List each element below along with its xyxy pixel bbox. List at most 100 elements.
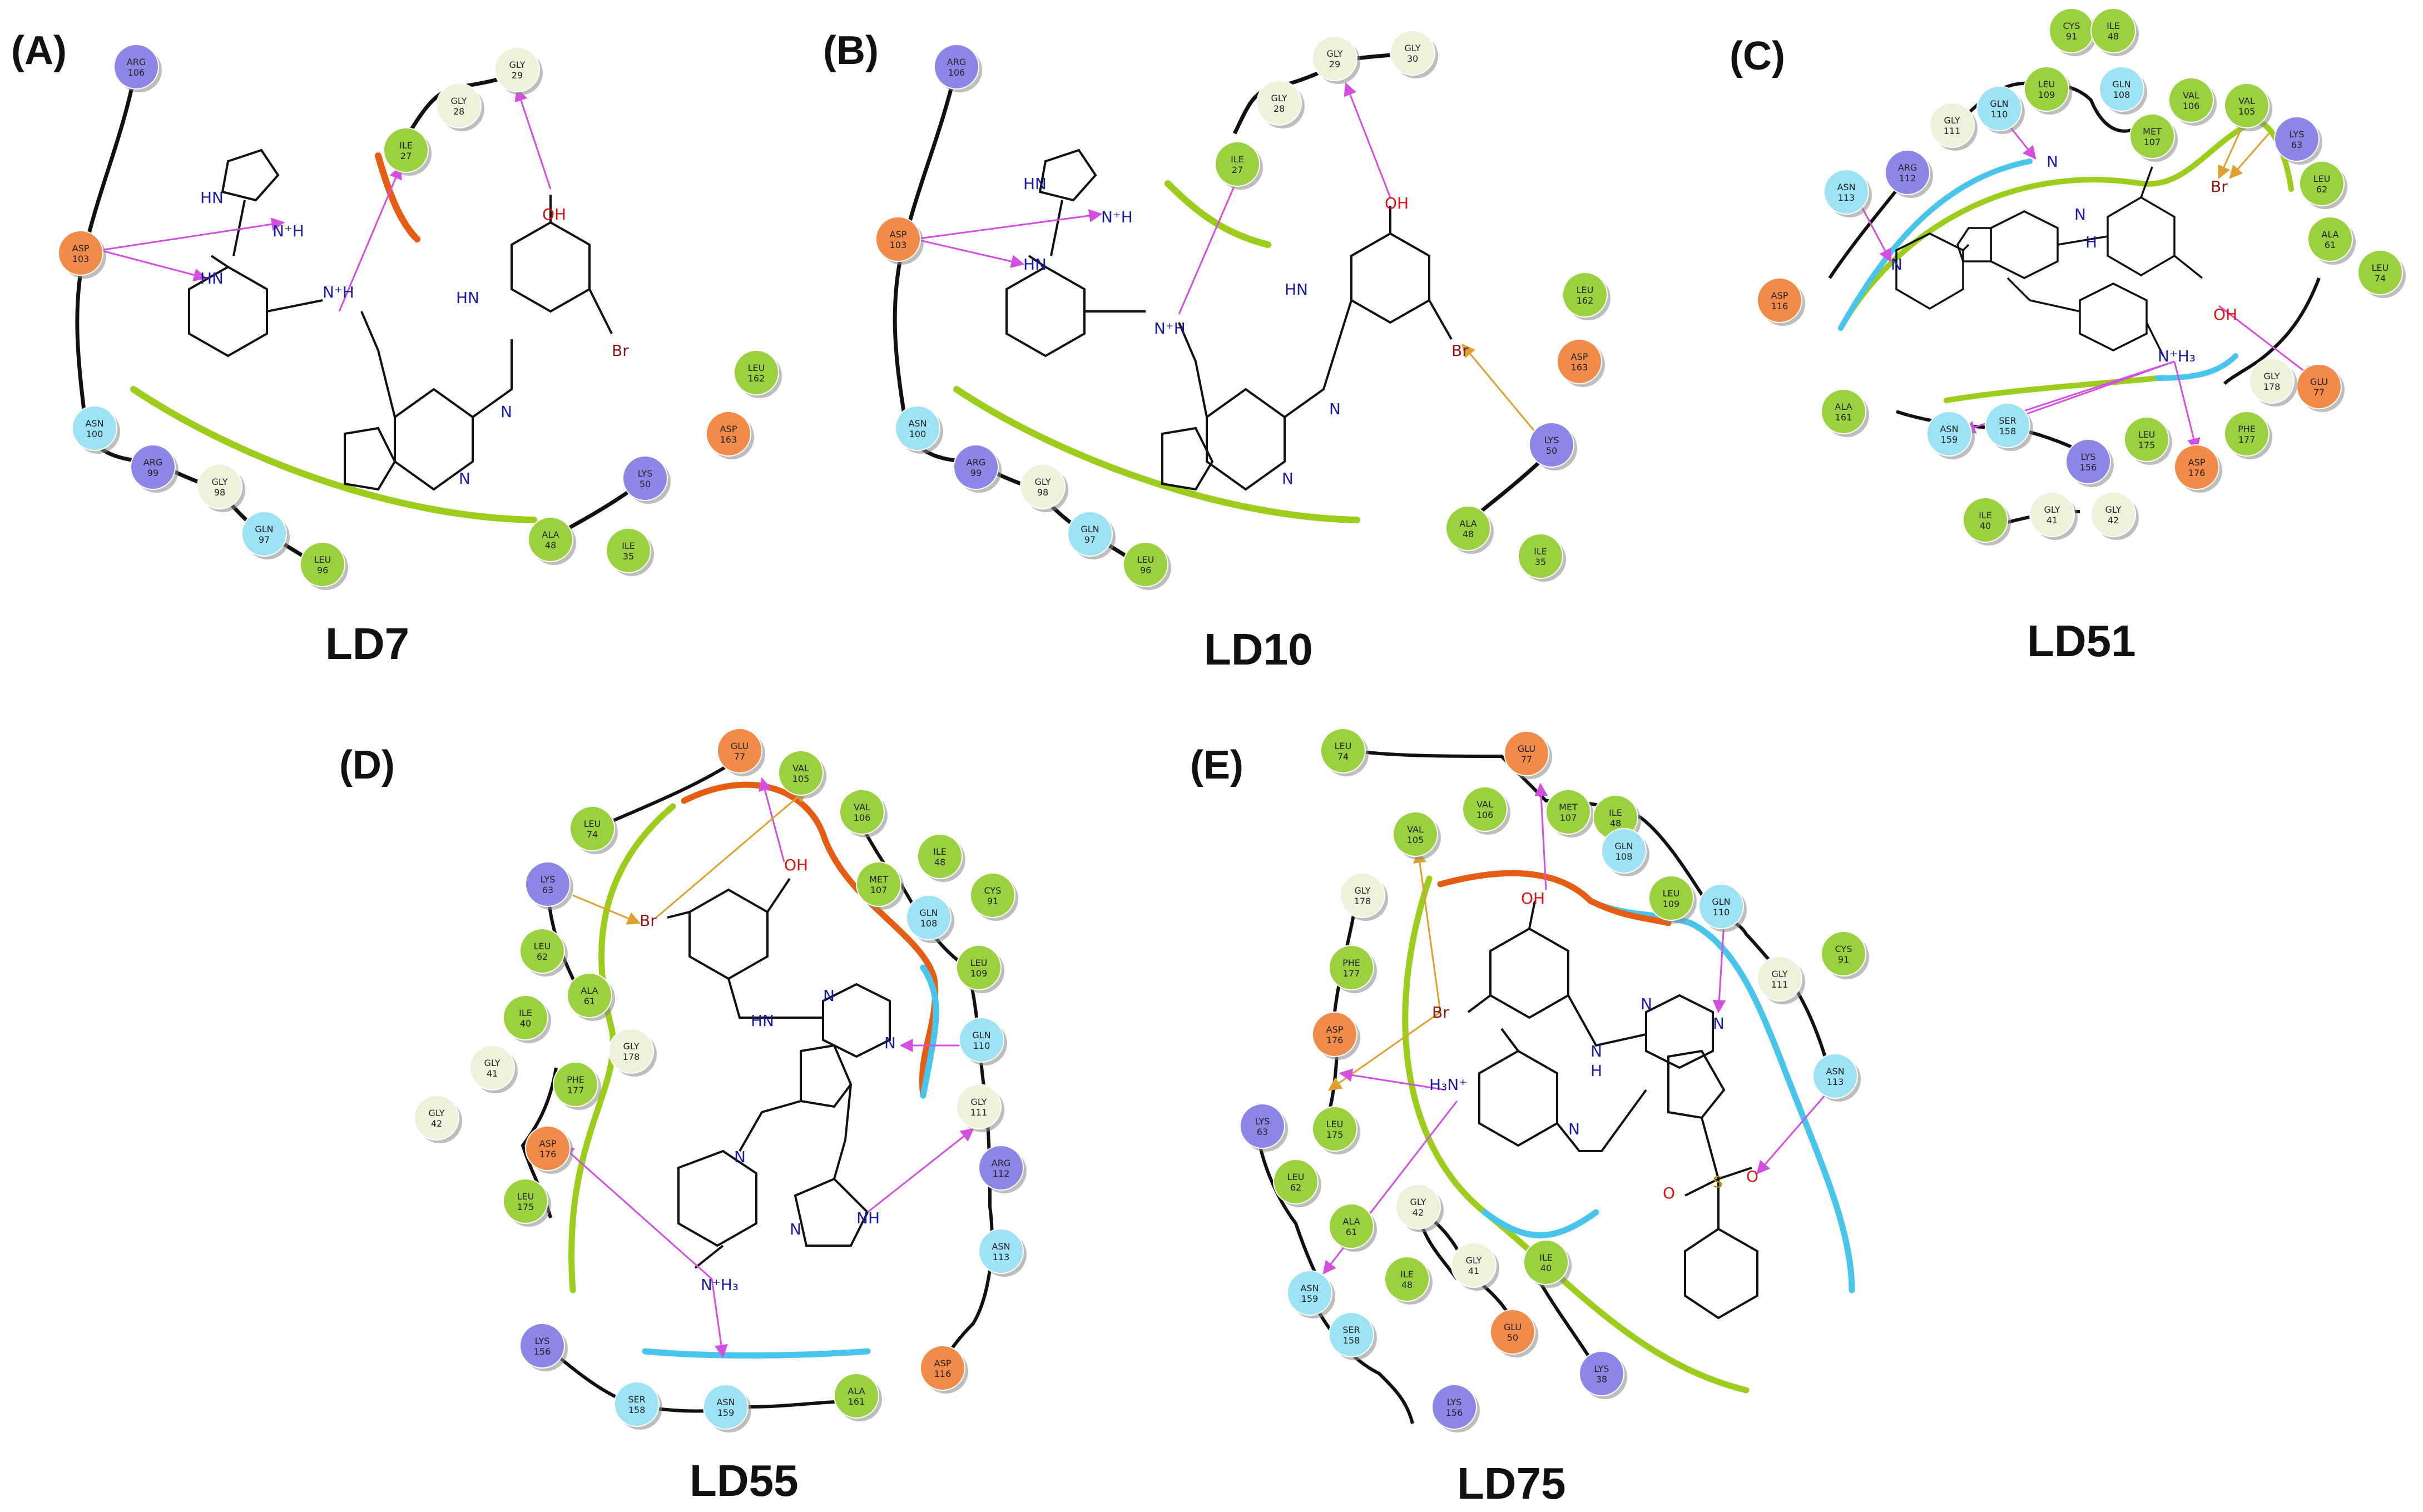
residue-name: ALA — [581, 985, 598, 996]
residue-circle — [1545, 789, 1591, 835]
residue-circle — [1384, 1256, 1430, 1302]
residue-circle — [2124, 417, 2169, 462]
residue-number: 113 — [1838, 192, 1855, 203]
residue-number: 163 — [720, 434, 737, 445]
residue-name: ILE — [1539, 1252, 1553, 1263]
exposure-line — [1481, 1209, 1599, 1238]
residue-circle — [1518, 533, 1563, 579]
residue-name: GLY — [451, 96, 467, 106]
atom-label: N — [2047, 152, 2058, 171]
residue-number: 103 — [72, 254, 90, 264]
residue-name: GLY — [2105, 504, 2122, 515]
residue-circle — [978, 1145, 1024, 1191]
residue-name: GLY — [1327, 48, 1343, 59]
residue-circle — [1985, 403, 2030, 448]
residue-number: 48 — [1610, 818, 1621, 829]
atom-label: H — [1590, 1062, 1602, 1080]
residue-number: 48 — [1463, 529, 1474, 539]
residue-number: 113 — [1827, 1077, 1844, 1087]
residue-number: 28 — [1274, 103, 1285, 114]
residue-number: 40 — [1980, 520, 1991, 531]
residue-name: GLY — [509, 60, 526, 70]
exposure-line — [1437, 870, 1672, 926]
residue-name: LEU — [1577, 285, 1594, 295]
ligand-structure — [1005, 148, 1453, 491]
residue-name: SER — [1342, 1325, 1360, 1335]
residue-name: ILE — [1534, 546, 1547, 557]
residue-name: ASN — [716, 1397, 735, 1407]
residue-circle — [734, 350, 779, 395]
atom-label: Br — [1451, 341, 1469, 360]
residue-circle — [1562, 272, 1608, 318]
residue-number: 100 — [909, 429, 926, 439]
residue-circle — [1926, 411, 1972, 457]
residue-name: ASP — [890, 229, 907, 240]
residue-circle — [553, 1062, 598, 1107]
atom-labels: N N N H Br OH N⁺H₃ — [1891, 152, 2237, 365]
residue-name: GLY — [2044, 504, 2060, 515]
residue-name: SER — [628, 1394, 645, 1405]
atom-label: OH — [784, 856, 808, 874]
residue-name: LEU — [534, 941, 551, 951]
atom-label: OH — [2213, 305, 2237, 324]
residue-number: 105 — [2238, 106, 2256, 117]
residue-name: ARG — [143, 457, 162, 468]
residue-circle — [959, 1017, 1004, 1063]
exposure-line — [920, 964, 939, 1099]
residue-name: ALA — [848, 1386, 865, 1396]
residue-number: 107 — [1560, 812, 1577, 823]
atom-labels: HN N⁺H HN N⁺H OH Br HN N N — [1023, 175, 1469, 488]
residue-number: 158 — [1999, 426, 2016, 437]
backbone-chain — [544, 1344, 851, 1413]
residue-circle — [1445, 505, 1491, 551]
residue-circle — [1287, 1270, 1332, 1316]
residue-name: ARG — [1898, 162, 1917, 173]
residue-number: 29 — [512, 70, 523, 81]
residue-number: 163 — [1571, 362, 1588, 373]
residue-number: 98 — [1037, 487, 1048, 498]
residue-circle — [2174, 444, 2219, 490]
residue-name: GLY — [2264, 371, 2280, 381]
residue-number: 156 — [1446, 1407, 1463, 1418]
atom-label: N — [2074, 205, 2086, 224]
atom-labels: OH Br HN N N N NH N N⁺H₃ — [640, 856, 896, 1294]
interaction-lines — [914, 82, 1547, 445]
residue-number: 77 — [734, 751, 745, 762]
residue-number: 50 — [640, 479, 651, 489]
residue-circle — [1312, 1106, 1357, 1152]
residue-circle — [1240, 1103, 1285, 1149]
residue-number: 116 — [934, 1369, 952, 1379]
residue-number: 109 — [2038, 90, 2055, 100]
residue-circle — [906, 895, 952, 940]
residue-number: 41 — [487, 1068, 498, 1079]
atom-label: N⁺H — [1154, 319, 1186, 338]
panel-label-e: (E) — [1190, 743, 1243, 787]
residue-name: ASN — [1300, 1283, 1319, 1293]
residue-name: ASN — [1826, 1066, 1844, 1077]
residue-number: 41 — [2047, 515, 2058, 526]
residue-circle — [494, 47, 540, 92]
atom-label: H₃N⁺ — [1429, 1075, 1467, 1094]
residue-circle — [2357, 250, 2403, 295]
residue-number: 161 — [848, 1396, 865, 1407]
residue-name: ILE — [399, 140, 413, 151]
residue-number: 176 — [539, 1149, 557, 1159]
residue-circle — [2274, 116, 2320, 162]
